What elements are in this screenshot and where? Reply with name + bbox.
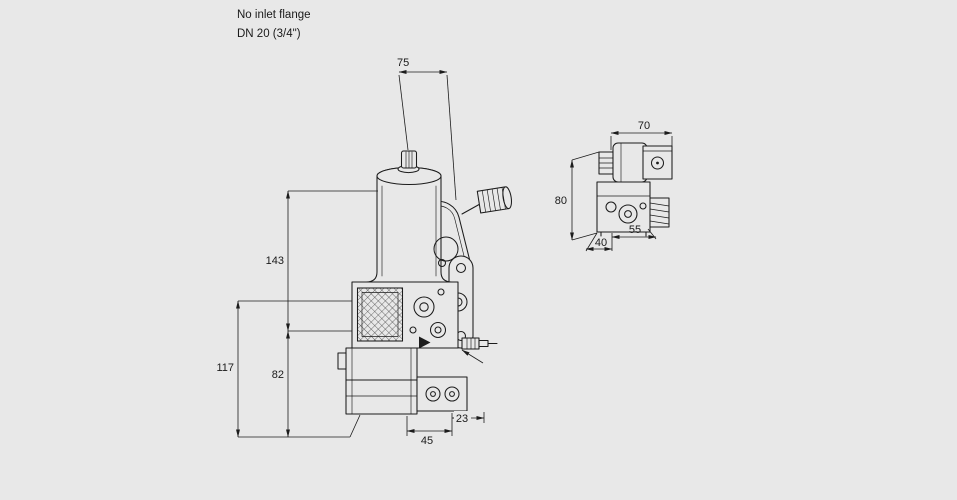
size-line: DN 20 (3/4") xyxy=(237,28,301,40)
side-view-drawing xyxy=(596,142,673,237)
dimension-label-75: 75 xyxy=(397,57,409,69)
lower-body xyxy=(337,347,418,415)
gland-lines xyxy=(598,157,614,169)
terminal-box xyxy=(642,145,673,180)
dimension-bottom-width: 45 xyxy=(406,413,453,447)
dimension-total-height: 117 xyxy=(216,300,361,438)
nipple-knurl-lines xyxy=(466,337,476,350)
dimension-label-45: 45 xyxy=(421,435,433,447)
thread-lines xyxy=(649,202,670,225)
dimension-side-depth-a: 40 xyxy=(585,232,613,252)
variant-line: No inlet flange xyxy=(237,9,311,21)
inlet-screen-frame xyxy=(361,292,399,337)
dome-sight-glass xyxy=(433,236,459,268)
valve-body xyxy=(351,281,459,349)
body-ports xyxy=(409,288,447,339)
top-screw xyxy=(397,150,420,174)
adjustment-knob xyxy=(461,186,512,215)
dimension-label-70: 70 xyxy=(638,120,650,132)
flow-direction-arrow xyxy=(419,336,431,349)
dimension-label-55: 55 xyxy=(629,224,641,236)
dimension-axis-height: 82 xyxy=(272,330,290,438)
solenoid-coil xyxy=(612,142,648,183)
dimension-body-height: 143 xyxy=(266,190,378,332)
inlet-screen xyxy=(356,287,404,342)
dimension-side-width: 70 xyxy=(610,120,673,150)
front-view-drawing xyxy=(337,150,512,415)
dimensions-side-view: 70 80 40 55 xyxy=(555,120,673,252)
gas-flow-pointer-arrow xyxy=(461,349,484,364)
dimension-label-40: 40 xyxy=(595,237,607,249)
dimension-bottom-offset: 23 xyxy=(451,411,485,425)
dimension-label-23: 23 xyxy=(456,413,468,425)
dimension-side-depth-b: 55 xyxy=(611,224,657,251)
dimension-top-width: 75 xyxy=(397,57,457,201)
label-mask xyxy=(454,411,471,424)
test-nipple xyxy=(461,337,498,350)
dimension-label-143: 143 xyxy=(266,255,284,267)
knurl-lines xyxy=(481,187,506,213)
dimensions-front-view: 75 143 117 82 xyxy=(216,57,485,447)
dimension-label-117: 117 xyxy=(216,362,234,374)
side-body xyxy=(596,181,651,237)
side-stub xyxy=(337,352,347,370)
cable-gland xyxy=(598,151,614,175)
bottom-connection-block xyxy=(416,376,468,412)
dimension-label-82: 82 xyxy=(272,369,284,381)
actuator-cylinder xyxy=(365,166,453,283)
product-variant-note: No inlet flange DN 20 (3/4") xyxy=(237,6,311,44)
pipe-connector xyxy=(649,197,670,228)
dimension-side-height: 80 xyxy=(555,151,600,241)
dimension-label-80: 80 xyxy=(555,195,567,207)
screw-knurl-lines xyxy=(405,151,413,169)
